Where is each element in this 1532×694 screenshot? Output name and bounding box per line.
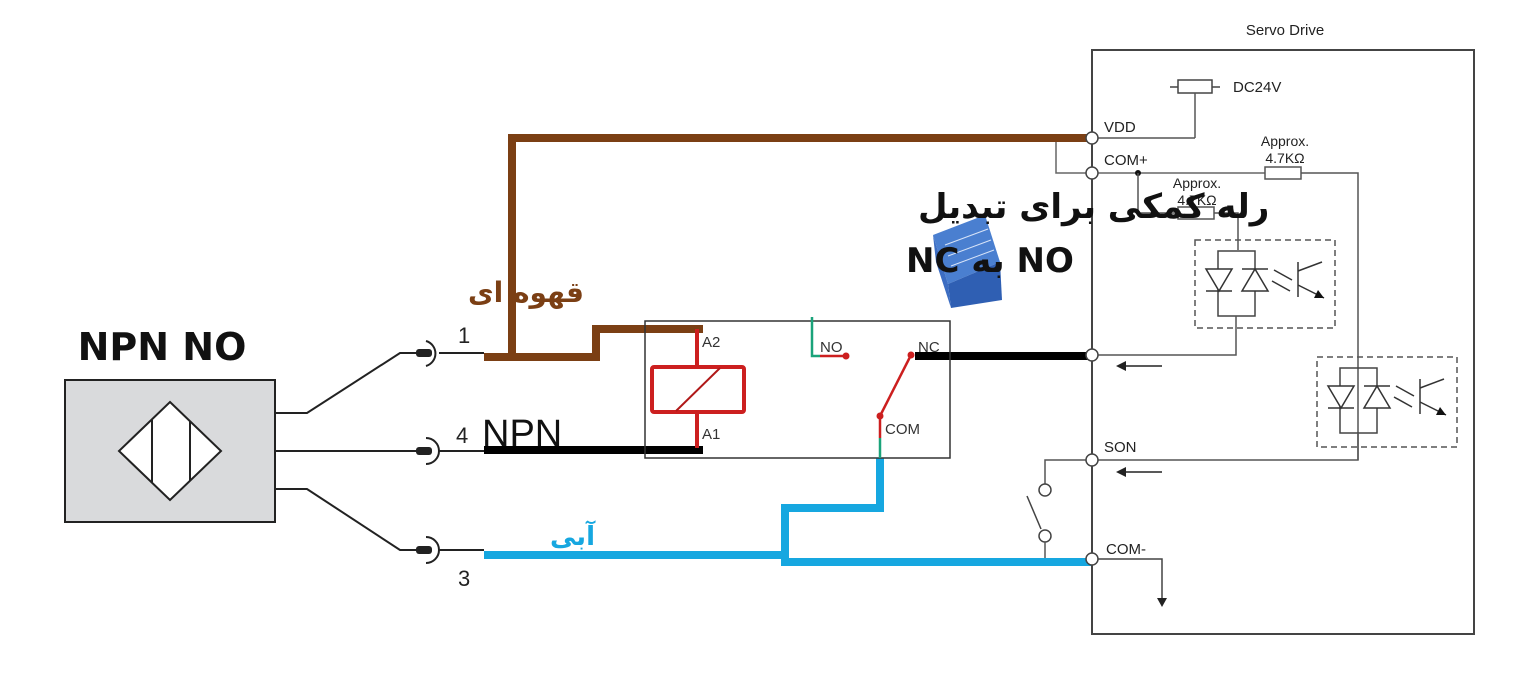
resistor1-label-1: Approx. — [1261, 133, 1309, 149]
relay-caption-line1: رله کمکی برای تبدیل — [918, 187, 1269, 227]
relay-photo-icon — [933, 215, 1002, 308]
vdd-label: VDD — [1104, 119, 1136, 136]
son-label: SON — [1104, 439, 1137, 456]
resistor1-label-2: 4.7KΩ — [1265, 150, 1304, 166]
relay-schematic: A2 A1 NO NC COM — [644, 317, 951, 459]
relay-caption-line2: NO به NC — [906, 241, 1074, 281]
brown-wire — [484, 134, 1092, 361]
servo-drive: Servo Drive DC24V VDD COM+ Approx. 4.7KΩ — [1026, 22, 1475, 635]
proximity-sensor-icon — [117, 400, 223, 502]
optocoupler-icon — [1092, 356, 1458, 461]
terminal-vdd[interactable] — [1085, 131, 1099, 145]
com-minus-label: COM- — [1106, 541, 1146, 558]
relay-coil-icon — [650, 329, 746, 448]
com-plus-label: COM+ — [1104, 152, 1148, 169]
relay-com-label: COM — [885, 421, 920, 438]
terminal-son[interactable] — [1085, 453, 1099, 467]
connector-pin1-icon — [416, 340, 484, 367]
terminal-input[interactable] — [1085, 348, 1099, 362]
relay-switch-contact-icon — [876, 351, 915, 458]
brown-wire-label: قهوه ای — [468, 276, 584, 309]
brown-wire-a2 — [512, 325, 703, 361]
resistor2-label-1: Approx. — [1173, 175, 1221, 191]
sensor-title: NPN NO — [78, 325, 247, 369]
pin4-number: 4 — [456, 423, 468, 448]
current-arrow-icon — [1116, 361, 1162, 371]
relay-a1-label: A1 — [702, 426, 720, 443]
current-arrow-icon — [1116, 467, 1162, 477]
resistor-icon — [1264, 166, 1359, 460]
relay-frame — [644, 320, 951, 459]
pin3-number: 3 — [458, 566, 470, 591]
resistor2-label-2: 4.7KΩ — [1177, 192, 1216, 208]
ground-arrow-icon — [1092, 558, 1167, 607]
dc24v-label: DC24V — [1233, 79, 1281, 96]
blue-wire-label: آبی — [550, 520, 596, 552]
servo-drive-title: Servo Drive — [1246, 22, 1324, 39]
resistor-icon — [1137, 173, 1239, 250]
terminal-com-plus[interactable] — [1085, 166, 1099, 180]
relay-a2-label: A2 — [702, 334, 720, 351]
relay-no-label: NO — [820, 339, 843, 356]
blue-wire — [484, 458, 884, 559]
connector-pin3-icon — [416, 536, 484, 564]
pin4-npn-label: NPN — [482, 413, 562, 455]
npn-sensor: NPN NO 1 4 3 NPN — [64, 323, 562, 591]
dc24v-source-icon — [1170, 79, 1220, 138]
terminal-com-minus[interactable] — [1085, 552, 1099, 566]
son-switch-icon[interactable] — [1026, 459, 1092, 559]
blue-wire-com-minus — [781, 555, 1092, 566]
relay-nc-label: NC — [918, 339, 940, 356]
pin1-number: 1 — [458, 323, 470, 348]
connector-pin4-icon — [416, 437, 484, 465]
relay-no-contact-icon — [810, 317, 850, 360]
optocoupler-icon — [1092, 239, 1336, 356]
